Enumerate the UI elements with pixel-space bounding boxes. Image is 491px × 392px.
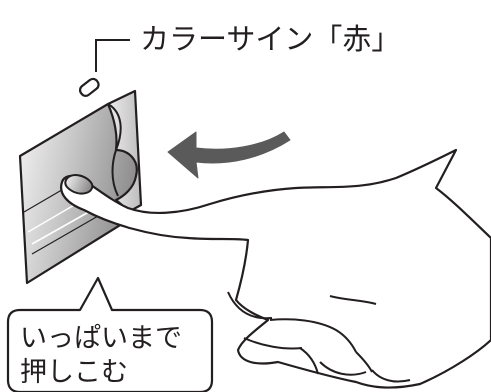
curved-arrow-left-icon bbox=[167, 131, 291, 179]
finger-outline-1 bbox=[269, 318, 357, 353]
thumb-outline bbox=[329, 295, 377, 305]
finger-crease-4 bbox=[371, 369, 411, 383]
finger-crease-2 bbox=[243, 337, 303, 350]
callout-line-1: いっぱいまで bbox=[20, 323, 182, 354]
sheet-curl bbox=[107, 103, 122, 197]
finger-crease-3 bbox=[319, 361, 367, 376]
callout-line-2: 押しこむ bbox=[20, 357, 128, 388]
color-sign-indicator-icon bbox=[78, 77, 100, 97]
sheet-line-4 bbox=[27, 203, 77, 233]
indicator-label: カラーサイン「赤」 bbox=[140, 22, 400, 56]
hand bbox=[60, 148, 491, 389]
fingernail bbox=[64, 174, 94, 195]
finger-outline-3 bbox=[355, 351, 373, 373]
indicator-leader-line bbox=[95, 39, 130, 72]
finger-outline-2 bbox=[299, 347, 319, 375]
finger-crease-1 bbox=[227, 291, 273, 320]
